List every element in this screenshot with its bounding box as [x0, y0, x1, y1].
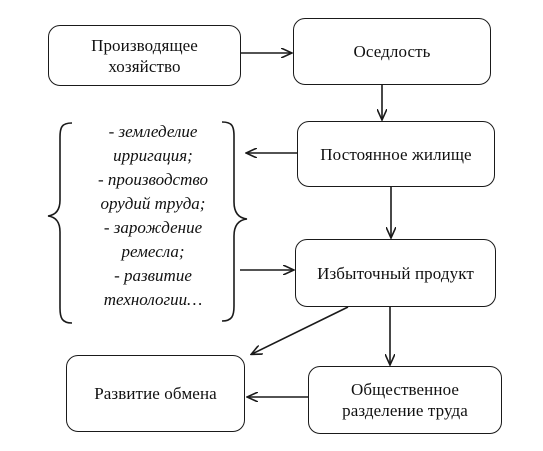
left-curly-brace — [47, 122, 73, 324]
arrow-surplus-to-trade — [252, 306, 349, 354]
node-surplus-product: Избыточный продукт — [295, 239, 496, 307]
node-sedentism: Оседлость — [293, 18, 491, 85]
list-item: - развитие технологии… — [103, 266, 203, 309]
node-trade-development: Развитие обмена — [66, 355, 245, 432]
list-item: - зарождение ремесла; — [103, 218, 203, 261]
node-permanent-home: Постоянное жилище — [297, 121, 495, 187]
list-item: - производство орудий труда; — [97, 170, 209, 213]
consequences-list: - земледелие ирригация; - производство о… — [74, 120, 232, 325]
node-division-of-labor: Общественное разделение труда — [308, 366, 502, 434]
node-productive-economy: Производящее хозяйство — [48, 25, 241, 86]
list-item: - земледелие ирригация; — [108, 122, 198, 165]
right-curly-brace — [221, 121, 248, 322]
